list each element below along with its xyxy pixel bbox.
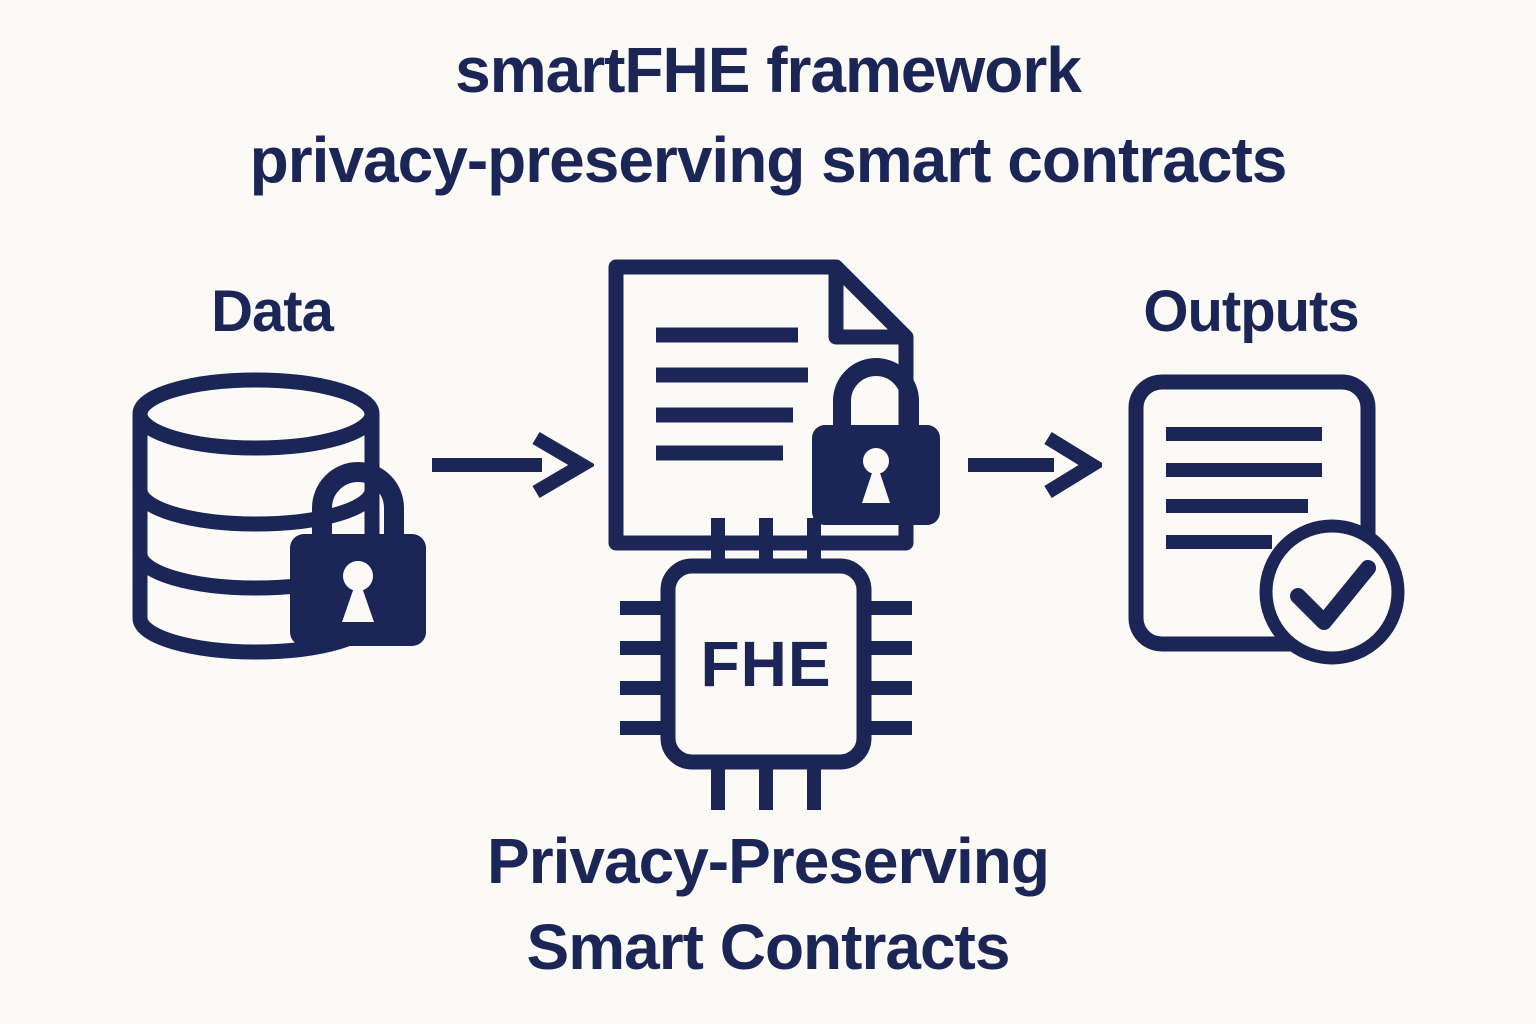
- chip-body: [660, 558, 872, 770]
- arrow-right-icon: [432, 431, 594, 499]
- outputs-node-label: Outputs: [1143, 279, 1359, 344]
- title-line-2: privacy-preserving smart contracts: [249, 123, 1288, 196]
- chip-icon: FHE: [620, 518, 912, 810]
- arrow-right-icon: [968, 432, 1102, 498]
- chip-pins: [620, 518, 912, 810]
- verified-output-icon: [1128, 374, 1405, 665]
- diagram-title: smartFHE framework privacy-preserving sm…: [0, 26, 1536, 205]
- caption-line-2: Smart Contracts: [526, 911, 1011, 984]
- padlock-icon: [290, 462, 426, 646]
- document-icon: [1128, 374, 1376, 652]
- diagram-caption: Privacy-Preserving Smart Contracts: [0, 818, 1536, 991]
- encrypted-document-icon: [608, 259, 940, 551]
- checkmark-icon: [1259, 519, 1405, 665]
- caption-line-1: Privacy-Preserving: [487, 825, 1050, 897]
- chip-label: FHE: [701, 628, 832, 700]
- data-node-label: Data: [211, 279, 334, 344]
- title-line-1: smartFHE framework: [455, 34, 1082, 106]
- encrypted-data-icon: [132, 372, 426, 660]
- padlock-icon: [812, 358, 940, 525]
